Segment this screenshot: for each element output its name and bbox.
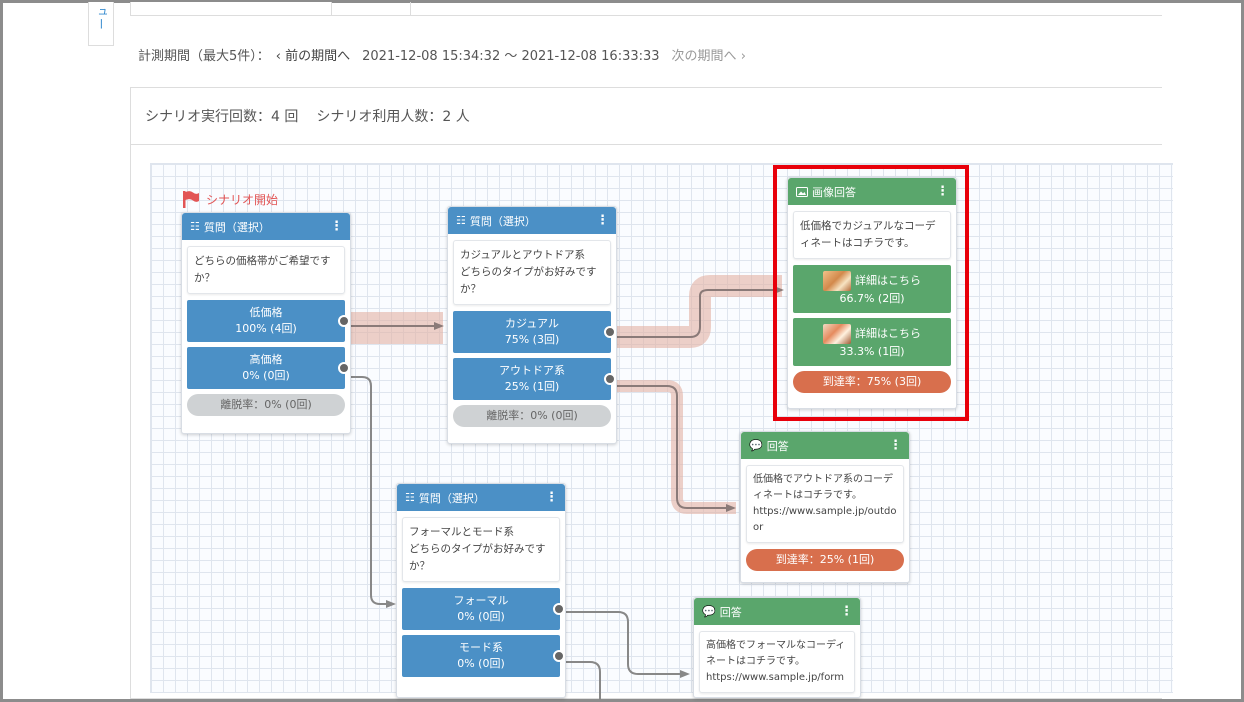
exit-rate-badge: 離脱率：0% (0回) bbox=[187, 394, 345, 416]
flag-icon bbox=[183, 191, 199, 208]
choice-high-price[interactable]: 高価格 0% (0回) bbox=[187, 347, 350, 389]
scenario-run-count: シナリオ実行回数：4 回 bbox=[145, 109, 299, 125]
choice-label: 高価格 bbox=[249, 353, 283, 366]
scenario-start: シナリオ開始 bbox=[180, 189, 278, 209]
next-period-link[interactable]: 次の期間へ › bbox=[672, 45, 746, 64]
speech-bubble-icon: 💬 bbox=[749, 439, 763, 452]
connector-handle[interactable] bbox=[604, 326, 616, 338]
choice-label: カジュアル bbox=[505, 317, 559, 330]
connector-handle[interactable] bbox=[338, 315, 350, 327]
choice-stat: 25% (1回) bbox=[504, 380, 560, 393]
choice-stat: 75% (3回) bbox=[504, 333, 560, 346]
node-header[interactable]: 画像回答 ⋮ bbox=[788, 178, 956, 205]
question-node-price[interactable]: ☷質問（選択） ⋮ どちらの価格帯がご希望ですか？ 低価格 100% (4回) … bbox=[181, 212, 351, 434]
kebab-icon[interactable]: ⋮ bbox=[889, 438, 902, 453]
link-label: 詳細はこちら bbox=[855, 327, 921, 340]
image-icon bbox=[796, 186, 808, 197]
kebab-icon[interactable]: ⋮ bbox=[330, 219, 343, 234]
choice-label: フォーマル bbox=[453, 594, 509, 607]
scenario-summary: シナリオ実行回数：4 回 シナリオ利用人数：2 人 bbox=[131, 88, 1162, 145]
list-icon: ☷ bbox=[190, 220, 200, 233]
image-link-2[interactable]: 詳細はこちら 33.3% (1回) bbox=[793, 318, 951, 366]
measurement-period: 計測期間（最大5件）： ‹ 前の期間へ 2021-12-08 15:34:32 … bbox=[138, 45, 746, 64]
speech-bubble-icon: 💬 bbox=[702, 605, 716, 618]
period-label: 計測期間（最大5件）： bbox=[138, 49, 270, 64]
scenario-user-count: シナリオ利用人数：2 人 bbox=[316, 109, 470, 125]
node-header[interactable]: ☷質問（選択） ⋮ bbox=[182, 213, 350, 240]
chevron-right-icon: › bbox=[740, 49, 746, 64]
node-header[interactable]: ☷質問（選択） ⋮ bbox=[448, 207, 616, 234]
choice-low-price[interactable]: 低価格 100% (4回) bbox=[187, 300, 350, 342]
side-menu-tab[interactable]: ュー bbox=[88, 2, 114, 46]
connector-handle[interactable] bbox=[553, 603, 565, 615]
node-header[interactable]: ☷質問（選択） ⋮ bbox=[397, 484, 565, 511]
choice-stat: 0% (0回) bbox=[242, 369, 290, 382]
next-period-label: 次の期間へ bbox=[671, 49, 737, 64]
image-thumbnail bbox=[823, 271, 851, 291]
choice-stat: 100% (4回) bbox=[235, 322, 297, 335]
node-message: フォーマルとモード系 どちらのタイプがお好みですか？ bbox=[402, 517, 560, 582]
node-message: どちらの価格帯がご希望ですか？ bbox=[187, 246, 345, 294]
chevron-left-icon: ‹ bbox=[275, 49, 281, 64]
connector-handle[interactable] bbox=[604, 373, 616, 385]
prev-period-label: 前の期間へ bbox=[285, 49, 351, 64]
link-stat: 66.7% (2回) bbox=[839, 292, 905, 305]
choice-label: アウトドア系 bbox=[499, 364, 565, 377]
connector-handle[interactable] bbox=[553, 650, 565, 662]
reach-rate-badge: 到達率：25% (1回) bbox=[746, 549, 904, 571]
highlight-box bbox=[773, 165, 969, 421]
kebab-icon[interactable]: ⋮ bbox=[596, 213, 609, 228]
kebab-icon[interactable]: ⋮ bbox=[840, 604, 853, 619]
node-message: 低価格でアウトドア系のコーディネートはコチラです。 https://www.sa… bbox=[746, 465, 904, 543]
choice-stat: 0% (0回) bbox=[457, 657, 505, 670]
node-message: 低価格でカジュアルなコーディネートはコチラです。 bbox=[793, 211, 951, 259]
question-node-style-formal[interactable]: ☷質問（選択） ⋮ フォーマルとモード系 どちらのタイプがお好みですか？ フォー… bbox=[396, 483, 566, 698]
tab[interactable] bbox=[130, 2, 332, 16]
kebab-icon[interactable]: ⋮ bbox=[936, 184, 949, 199]
choice-stat: 0% (0回) bbox=[457, 610, 505, 623]
link-label: 詳細はこちら bbox=[855, 274, 921, 287]
kebab-icon[interactable]: ⋮ bbox=[545, 490, 558, 505]
link-stat: 33.3% (1回) bbox=[839, 345, 905, 358]
node-header[interactable]: 💬回答 ⋮ bbox=[694, 598, 860, 625]
node-title: 回答 bbox=[766, 439, 789, 453]
period-range: 2021-12-08 15:34:32 ～ 2021-12-08 16:33:3… bbox=[362, 49, 660, 64]
node-title: 画像回答 bbox=[812, 185, 856, 199]
choice-label: 低価格 bbox=[249, 306, 283, 319]
image-thumbnail bbox=[823, 324, 851, 344]
prev-period-link[interactable]: ‹ 前の期間へ bbox=[276, 45, 350, 64]
choice-formal[interactable]: フォーマル 0% (0回) bbox=[402, 588, 565, 630]
exit-rate-badge: 離脱率：0% (0回) bbox=[453, 405, 611, 427]
choice-label: モード系 bbox=[459, 641, 503, 654]
tab-divider bbox=[410, 2, 411, 16]
choice-outdoor[interactable]: アウトドア系 25% (1回) bbox=[453, 358, 616, 400]
node-title: 質問（選択） bbox=[469, 214, 536, 228]
question-node-style-casual[interactable]: ☷質問（選択） ⋮ カジュアルとアウトドア系 どちらのタイプがお好みですか？ カ… bbox=[447, 206, 617, 444]
node-title: 回答 bbox=[719, 605, 742, 619]
choice-casual[interactable]: カジュアル 75% (3回) bbox=[453, 311, 616, 353]
answer-node-formal[interactable]: 💬回答 ⋮ 高価格でフォーマルなコーディネートはコチラです。 https://w… bbox=[693, 597, 861, 698]
node-title: 質問（選択） bbox=[418, 491, 485, 505]
node-header[interactable]: 💬回答 ⋮ bbox=[741, 432, 909, 459]
node-title: 質問（選択） bbox=[203, 220, 270, 234]
list-icon: ☷ bbox=[456, 214, 466, 227]
top-tab-bar bbox=[130, 2, 1162, 16]
connector-handle[interactable] bbox=[338, 362, 350, 374]
scenario-start-label: シナリオ開始 bbox=[206, 192, 279, 207]
image-answer-node[interactable]: 画像回答 ⋮ 低価格でカジュアルなコーディネートはコチラです。 詳細はこちら 6… bbox=[787, 177, 957, 409]
node-message: 高価格でフォーマルなコーディネートはコチラです。 https://www.sam… bbox=[699, 631, 855, 693]
side-menu-tab-label: ュー bbox=[94, 6, 108, 30]
list-icon: ☷ bbox=[405, 491, 415, 504]
image-link-1[interactable]: 詳細はこちら 66.7% (2回) bbox=[793, 265, 951, 313]
answer-node-outdoor[interactable]: 💬回答 ⋮ 低価格でアウトドア系のコーディネートはコチラです。 https://… bbox=[740, 431, 910, 583]
reach-rate-badge: 到達率：75% (3回) bbox=[793, 371, 951, 393]
choice-mode[interactable]: モード系 0% (0回) bbox=[402, 635, 565, 677]
node-message: カジュアルとアウトドア系 どちらのタイプがお好みですか？ bbox=[453, 240, 611, 305]
